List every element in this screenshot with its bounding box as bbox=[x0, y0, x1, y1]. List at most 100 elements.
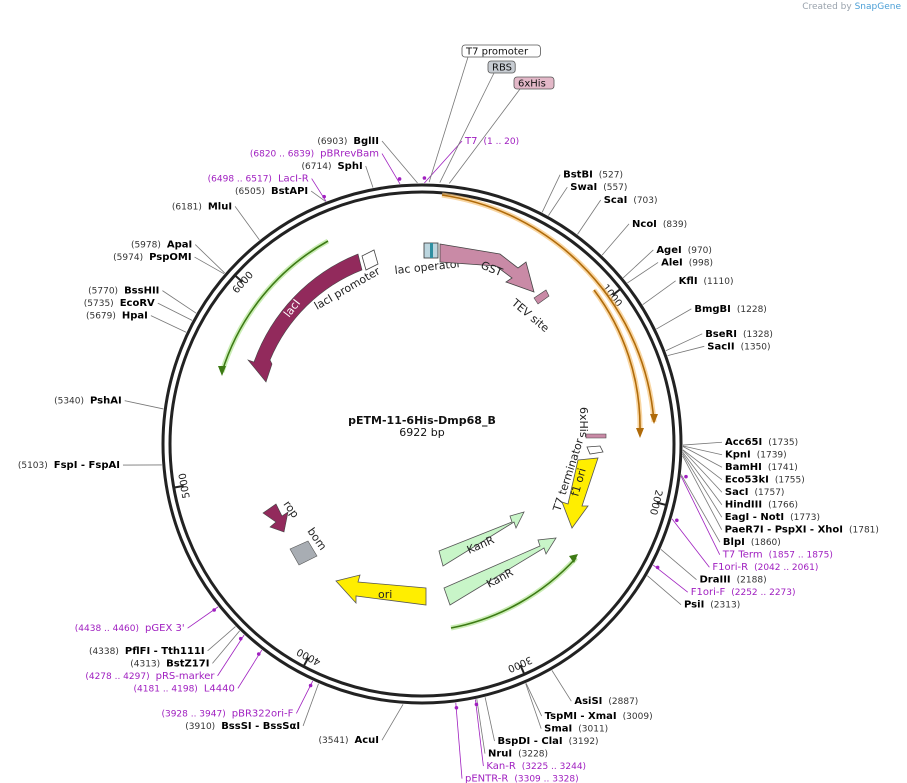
restriction-site-label[interactable]: KflI(1110) bbox=[679, 276, 734, 287]
tev-site-feature[interactable] bbox=[533, 289, 550, 305]
bom-feature[interactable] bbox=[289, 540, 318, 566]
tick-mark bbox=[656, 501, 667, 507]
restriction-site-label[interactable]: PaeR7I - PspXI - XhoI(1781) bbox=[725, 525, 879, 536]
restriction-site-label[interactable]: ScaI(703) bbox=[604, 195, 658, 206]
site-position: (5978) bbox=[131, 241, 161, 251]
ori-feature[interactable] bbox=[335, 574, 427, 606]
leader-line bbox=[682, 449, 723, 481]
restriction-site-label[interactable]: PsiI(2313) bbox=[684, 600, 740, 611]
restriction-site-label[interactable]: KpnI(1739) bbox=[725, 450, 787, 461]
primer-name: F1ori-R bbox=[712, 562, 748, 573]
ori-label: ori bbox=[378, 588, 392, 601]
restriction-site-label[interactable]: BspDI - ClaI(3192) bbox=[498, 736, 599, 747]
t7-terminator-feature[interactable] bbox=[586, 445, 604, 455]
restriction-site-label[interactable]: TspMI - XmaI(3009) bbox=[545, 711, 653, 722]
restriction-site-label[interactable]: (4313)BstZ17I bbox=[130, 658, 209, 669]
top-feature-label[interactable]: T7 promoter bbox=[465, 47, 529, 58]
restriction-site-label[interactable]: (3910)BssSI - BssSαI bbox=[185, 721, 300, 732]
restriction-site-label[interactable]: (3541)AcuI bbox=[319, 735, 379, 746]
restriction-site-label[interactable]: AgeI(970) bbox=[656, 245, 712, 256]
laci-feature[interactable] bbox=[247, 253, 363, 383]
enzyme-name: FspI - FspAI bbox=[54, 460, 120, 471]
site-position: (5735) bbox=[84, 299, 114, 309]
outer-arcs bbox=[218, 192, 658, 631]
restriction-site-label[interactable]: DraIII(2188) bbox=[700, 575, 767, 586]
top-feature-label[interactable]: 6xHis bbox=[518, 79, 546, 90]
restriction-site-label[interactable]: (5978)ApaI bbox=[131, 240, 192, 251]
enzyme-name: AgeI bbox=[656, 245, 681, 256]
restriction-site-label[interactable]: NcoI(839) bbox=[632, 219, 687, 230]
gst-feature[interactable] bbox=[439, 243, 535, 293]
leader-line bbox=[439, 72, 495, 183]
primer-label[interactable]: Kan-R(3225 .. 3244) bbox=[486, 761, 586, 772]
kanr-feature-2[interactable] bbox=[443, 537, 557, 606]
primer-label[interactable]: F1ori-R (2042 .. 2061) bbox=[712, 562, 818, 573]
restriction-site-label[interactable]: BlpI(1860) bbox=[723, 537, 781, 548]
enzyme-name: BseRI bbox=[705, 329, 737, 340]
restriction-site-label[interactable]: SacI(1757) bbox=[725, 487, 785, 498]
restriction-site-label[interactable]: SwaI(557) bbox=[570, 182, 627, 193]
restriction-site-label[interactable]: (5735) EcoRV bbox=[84, 298, 155, 309]
primer-label[interactable]: (4278 .. 4297)pRS-marker bbox=[85, 671, 215, 682]
primer-label[interactable]: F1ori-F(2252 .. 2273) bbox=[691, 587, 796, 598]
enzyme-name: AleI bbox=[661, 257, 683, 268]
lac-operator-feature[interactable] bbox=[423, 242, 439, 259]
primer-site-marker bbox=[256, 652, 261, 656]
leader-line bbox=[302, 683, 319, 727]
restriction-site-label[interactable]: (5974)PspOMI bbox=[113, 252, 191, 263]
primer-site-marker bbox=[212, 608, 216, 612]
site-position: (1781) bbox=[849, 526, 879, 536]
restriction-site-label[interactable]: BstBI(527) bbox=[563, 170, 623, 181]
restriction-site-label[interactable]: AleI (998) bbox=[661, 257, 713, 268]
restriction-site-label[interactable]: Acc65I(1735) bbox=[725, 437, 798, 448]
primer-site-marker bbox=[454, 705, 459, 710]
f1-ori-feature[interactable] bbox=[561, 457, 599, 529]
primer-label[interactable]: (3928 .. 3947)pBR322ori-F bbox=[161, 708, 293, 719]
restriction-site-label[interactable]: (4338)PflFI - Tth111I bbox=[89, 646, 205, 657]
restriction-site-label[interactable]: (6903)BglII bbox=[317, 136, 379, 147]
restriction-site-label[interactable]: BamHI(1741) bbox=[725, 462, 798, 473]
restriction-site-label[interactable]: SacII(1350) bbox=[707, 341, 770, 352]
laci-promoter-feature[interactable] bbox=[361, 249, 379, 271]
kanr-feature-1[interactable] bbox=[438, 511, 525, 567]
plasmid-length: 6922 bp bbox=[399, 426, 444, 439]
primer-range: (3309 .. 3328) bbox=[514, 775, 578, 783]
site-position: (998) bbox=[689, 258, 713, 268]
leader-line bbox=[667, 345, 705, 357]
restriction-site-label[interactable]: Eco53kI(1755) bbox=[725, 475, 805, 486]
primer-label[interactable]: T7(1 .. 20) bbox=[464, 136, 519, 147]
tick-mark bbox=[302, 657, 310, 667]
rop-feature[interactable] bbox=[262, 503, 289, 533]
restriction-site-label[interactable]: HindIII(1766) bbox=[725, 500, 798, 511]
primer-label[interactable]: (6498 .. 6517)LacI-R bbox=[208, 174, 309, 185]
top-feature-label[interactable]: RBS bbox=[492, 63, 512, 74]
enzyme-name: ScaI bbox=[604, 195, 628, 206]
primer-label[interactable]: pENTR-R(3309 .. 3328) bbox=[465, 774, 579, 783]
restriction-site-label[interactable]: SmaI(3011) bbox=[544, 724, 608, 735]
site-position: (3009) bbox=[623, 712, 653, 722]
restriction-site-label[interactable]: (5770)BssHII bbox=[88, 286, 159, 297]
his6-feature[interactable] bbox=[585, 433, 607, 439]
primer-label[interactable]: (4181 .. 4198)L4440 bbox=[134, 683, 235, 694]
restriction-site-label[interactable]: NruI(3228) bbox=[488, 749, 548, 760]
restriction-site-label[interactable]: (5679)HpaI bbox=[86, 311, 148, 322]
primer-label[interactable]: T7 Term(1857 .. 1875) bbox=[722, 550, 833, 561]
restriction-site-label[interactable]: AsiSI(2887) bbox=[574, 696, 638, 707]
restriction-site-label[interactable]: EagI - NotI(1773) bbox=[725, 512, 820, 523]
primer-range: (2042 .. 2061) bbox=[754, 563, 818, 573]
site-position: (6903) bbox=[317, 137, 347, 147]
restriction-site-label[interactable]: BmgBI(1228) bbox=[694, 304, 766, 315]
restriction-site-label[interactable]: (5103)FspI - FspAI bbox=[18, 460, 120, 471]
primer-label[interactable]: (6820 .. 6839)pBRrevBam bbox=[250, 149, 379, 160]
restriction-site-label[interactable]: (6181)MluI bbox=[172, 201, 232, 212]
enzyme-name: BstAPI bbox=[271, 186, 308, 197]
restriction-site-label[interactable]: BseRI(1328) bbox=[705, 329, 773, 340]
site-position: (839) bbox=[663, 220, 687, 230]
enzyme-name: EcoRV bbox=[120, 298, 155, 309]
primer-label[interactable]: (4438 .. 4460)pGEX 3' bbox=[75, 623, 185, 634]
primer-name: pRS-marker bbox=[156, 671, 216, 682]
enzyme-name: SphI bbox=[337, 161, 362, 172]
restriction-site-label[interactable]: (6505)BstAPI bbox=[235, 186, 308, 197]
restriction-site-label[interactable]: (5340)PshAI bbox=[54, 396, 122, 407]
restriction-site-label[interactable]: (6714)SphI bbox=[302, 161, 363, 172]
